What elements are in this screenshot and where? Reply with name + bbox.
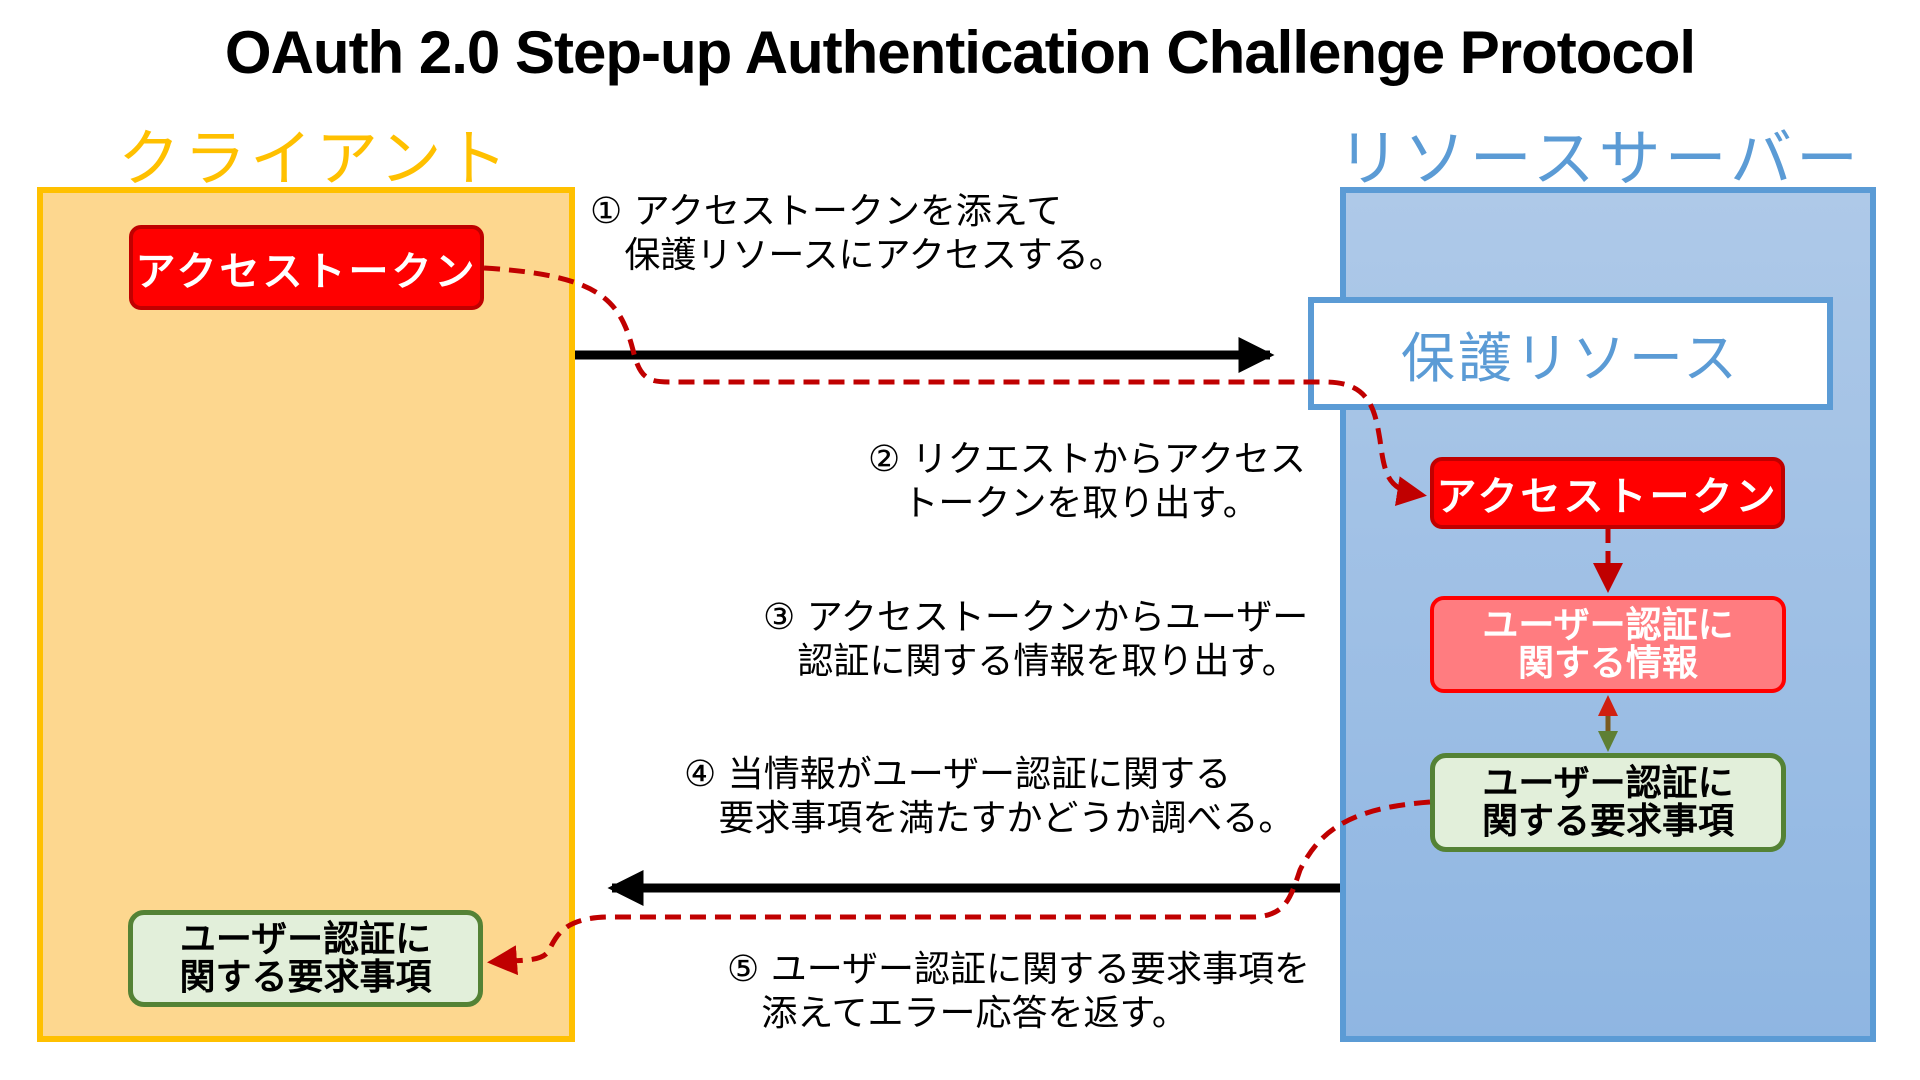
step-4-text: ④ 当情報がユーザー認証に関する 要求事項を満たすかどうか調べる。 bbox=[684, 754, 1295, 839]
client-access-token-box: アクセストークン bbox=[129, 225, 484, 310]
step-2-text: ② リクエストからアクセス トークンを取り出す。 bbox=[868, 439, 1306, 524]
token-flow-dashed-path bbox=[483, 265, 1427, 506]
compare-arrowhead-down bbox=[1598, 731, 1618, 752]
compare-arrowhead-up bbox=[1598, 695, 1618, 716]
client-panel bbox=[37, 187, 575, 1042]
step-1-text: ① アクセストークンを添えて 保護リソースにアクセスする。 bbox=[590, 191, 1125, 276]
auth-info-line2: 関する情報 bbox=[1517, 642, 1698, 684]
client-requirements-line1: ユーザー認証に bbox=[179, 918, 432, 960]
auth-info-line1: ユーザー認証に bbox=[1482, 604, 1734, 646]
step-3-text: ③ アクセストークンからユーザー 認証に関する情報を取り出す。 bbox=[763, 597, 1309, 682]
protected-resource-box: 保護リソース bbox=[1308, 297, 1833, 410]
resource-server-actor-label: リソースサーバー bbox=[1337, 122, 1862, 195]
client-requirements-line2: 関する要求事項 bbox=[179, 956, 432, 998]
client-access-token-label: アクセストークン bbox=[135, 248, 478, 295]
client-actor-label: クライアント bbox=[118, 122, 512, 195]
server-requirements-box: ユーザー認証に 関する要求事項 bbox=[1430, 753, 1786, 852]
server-access-token-box: アクセストークン bbox=[1430, 457, 1785, 529]
server-requirements-line1: ユーザー認証に bbox=[1482, 762, 1734, 804]
auth-info-box: ユーザー認証に 関する情報 bbox=[1430, 596, 1786, 693]
step-5-text: ⑤ ユーザー認証に関する要求事項を 添えてエラー応答を返す。 bbox=[727, 949, 1310, 1034]
server-requirements-line2: 関する要求事項 bbox=[1481, 800, 1734, 842]
client-requirements-box: ユーザー認証に 関する要求事項 bbox=[128, 910, 483, 1007]
protected-resource-label: 保護リソース bbox=[1400, 327, 1741, 390]
requirements-return-dashed-path bbox=[487, 799, 1431, 976]
server-access-token-label: アクセストークン bbox=[1436, 474, 1779, 520]
diagram-title: OAuth 2.0 Step-up Authentication Challen… bbox=[224, 19, 1696, 86]
